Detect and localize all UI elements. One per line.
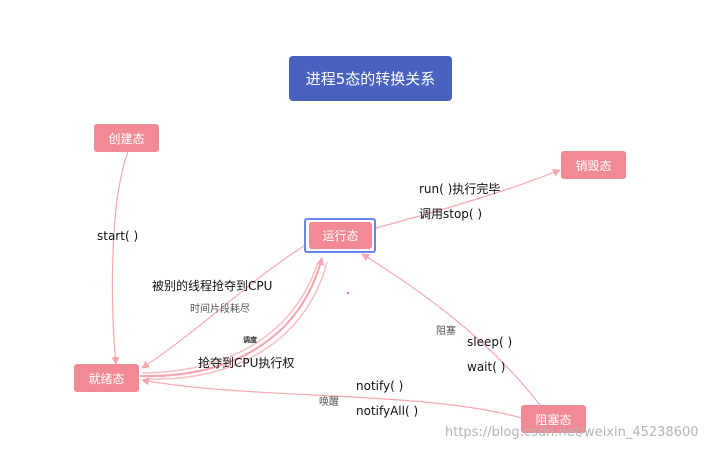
label-wake: 唤醒 — [319, 397, 339, 408]
label-wait: wait( ) — [467, 360, 506, 374]
stray-dot — [346, 291, 350, 295]
label-call-stop: 调用stop( ) — [419, 207, 483, 221]
label-block: 阻塞 — [436, 326, 456, 337]
state-running: 运行态 — [309, 222, 372, 249]
label-acquire-cpu: 抢夺到CPU执行权 — [198, 356, 295, 370]
label-notify: notify( ) — [356, 379, 404, 393]
state-ready: 就绪态 — [74, 364, 139, 392]
arrow-created-to-ready — [111, 151, 129, 365]
label-preempted: 被别的线程抢夺到CPU — [152, 279, 273, 293]
state-blocked: 阻塞态 — [521, 405, 586, 433]
state-created: 创建态 — [94, 124, 159, 152]
label-notify-all: notifyAll( ) — [356, 404, 419, 418]
label-time-slice: 时间片段耗尽 — [190, 304, 250, 315]
arrow-blocked-to-ready — [141, 377, 523, 419]
arrow-blocked-to-running — [361, 253, 541, 406]
label-start: start( ) — [97, 229, 139, 243]
arrow-running-to-ready — [141, 245, 305, 369]
arrow-ready-to-running — [139, 257, 325, 378]
diagram-title: 进程5态的转换关系 — [289, 56, 452, 101]
label-schedule: 调度 — [243, 336, 257, 344]
scribble-stroke — [141, 261, 328, 380]
watermark: https://blog.csdn.net/weixin_45238600 — [445, 425, 699, 440]
label-run-done: run( )执行完毕 — [419, 182, 501, 196]
state-destroyed: 销毁态 — [561, 151, 626, 179]
label-sleep: sleep( ) — [467, 335, 513, 349]
arrow-running-to-destroyed — [375, 168, 561, 229]
